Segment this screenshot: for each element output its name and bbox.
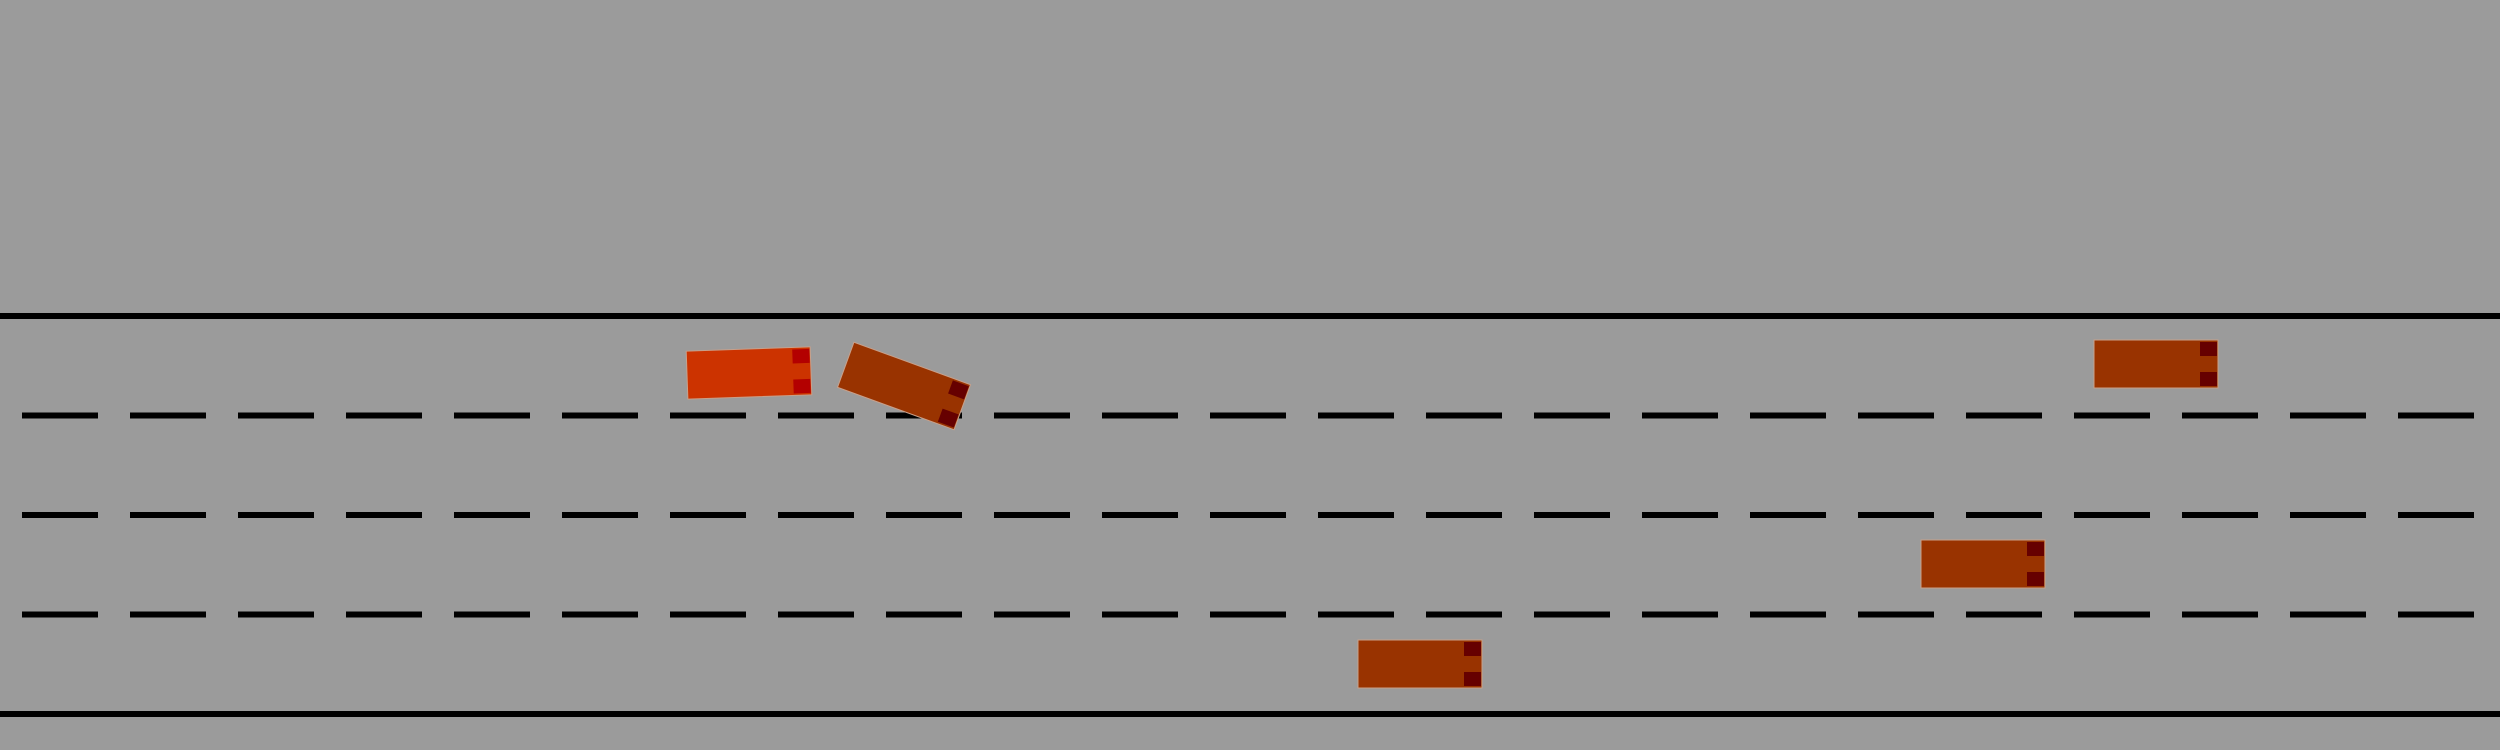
headlight-left xyxy=(2200,342,2217,356)
vehicle-body xyxy=(1920,539,2046,589)
headlight-left xyxy=(2027,542,2044,556)
vehicle-2 xyxy=(2093,339,2219,389)
vehicles-layer xyxy=(685,339,2219,689)
vehicle-body xyxy=(836,341,972,431)
headlight-right xyxy=(1464,672,1481,686)
vehicle-body xyxy=(2093,339,2219,389)
vehicle-1 xyxy=(836,341,972,431)
ego-vehicle xyxy=(685,346,813,400)
headlight-right xyxy=(2027,572,2044,586)
vehicle-4 xyxy=(1357,639,1483,689)
headlight-right xyxy=(937,408,959,428)
headlight-left xyxy=(1464,642,1481,656)
vehicle-body xyxy=(685,346,813,400)
lane-markings xyxy=(0,313,2500,717)
vehicle-3 xyxy=(1920,539,2046,589)
headlight-left xyxy=(792,348,810,364)
vehicle-body xyxy=(1357,639,1483,689)
headlight-right xyxy=(2200,372,2217,386)
headlight-right xyxy=(793,378,811,394)
headlight-left xyxy=(948,380,969,400)
